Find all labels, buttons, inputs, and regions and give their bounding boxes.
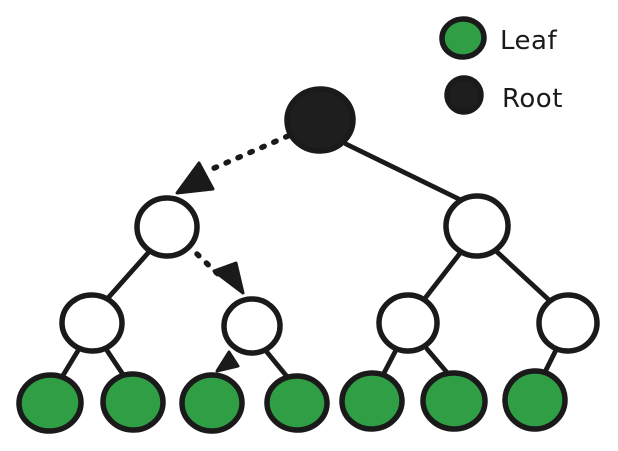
leaf-node-2 bbox=[100, 371, 166, 433]
internal-node-left-right bbox=[221, 296, 283, 356]
traversal-arrow-1-head-icon bbox=[175, 161, 215, 195]
traversal-arrow-2-head-icon bbox=[212, 261, 245, 295]
leaf-node-1 bbox=[16, 372, 84, 434]
legend-leaf-label: Leaf bbox=[500, 26, 557, 56]
leaf-node-5 bbox=[339, 370, 405, 432]
edge-left-left-leaf-1 bbox=[59, 346, 82, 380]
tree-nodes bbox=[16, 86, 600, 434]
legend: Leaf Root bbox=[439, 16, 563, 115]
traversal-arrows bbox=[175, 133, 291, 373]
edge-left-right-leaf-4 bbox=[263, 348, 292, 382]
leaf-node-6 bbox=[420, 370, 488, 432]
legend-root-swatch-icon bbox=[444, 75, 484, 115]
edge-right-child-right-left bbox=[423, 249, 464, 300]
root-node bbox=[284, 86, 356, 154]
internal-node-left-left bbox=[59, 292, 125, 354]
edge-root-right-child bbox=[343, 141, 470, 206]
internal-node-right bbox=[443, 193, 511, 259]
traversal-arrow-1-line bbox=[209, 133, 291, 172]
edge-right-left-leaf-5 bbox=[380, 347, 399, 378]
internal-node-left bbox=[134, 195, 200, 259]
leaf-node-7 bbox=[502, 368, 568, 432]
internal-node-right-right bbox=[536, 292, 600, 354]
edge-left-left-leaf-2 bbox=[103, 346, 127, 379]
legend-leaf-swatch-icon bbox=[439, 16, 487, 60]
internal-node-right-left bbox=[376, 292, 440, 354]
tree-edges bbox=[59, 141, 559, 382]
traversal-arrow-3-head-icon bbox=[215, 350, 240, 373]
edge-right-child-right-right bbox=[493, 248, 552, 303]
leaf-node-4 bbox=[264, 373, 330, 433]
legend-root-label: Root bbox=[502, 84, 563, 114]
leaf-node-3 bbox=[179, 372, 245, 434]
edge-left-child-left-left bbox=[105, 250, 151, 301]
